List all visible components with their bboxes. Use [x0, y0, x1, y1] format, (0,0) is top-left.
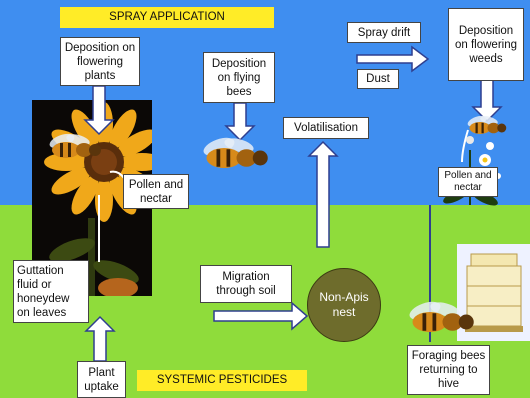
label-volatilisation: Volatilisation — [283, 117, 369, 139]
arrow-volatilisation — [307, 140, 339, 248]
connector-pollen-left — [109, 170, 125, 179]
label-foraging-bees: Foraging bees returning to hive — [407, 345, 490, 395]
arrow-spray-drift — [356, 45, 430, 73]
banner-systemic-pesticides: SYSTEMIC PESTICIDES — [137, 370, 307, 391]
label-deposition-flowering-plants: Deposition on flowering plants — [60, 37, 140, 86]
arrow-deposition-plants — [83, 85, 115, 136]
banner-spray-application: SPRAY APPLICATION — [60, 7, 274, 28]
arrow-migration — [213, 301, 309, 331]
label-deposition-flowering-weeds: Deposition on flowering weeds — [448, 8, 524, 81]
label-pollen-nectar-right: Pollen and nectar — [438, 167, 498, 197]
non-apis-nest: Non-Apis nest — [307, 268, 381, 342]
label-spray-drift: Spray drift — [347, 22, 421, 43]
label-pollen-nectar-left: Pollen and nectar — [123, 174, 189, 209]
connector-weeds — [461, 129, 469, 163]
label-plant-uptake: Plant uptake — [77, 361, 126, 398]
label-migration-through-soil: Migration through soil — [200, 265, 292, 303]
bee-icon-weeds — [466, 113, 507, 134]
label-dust: Dust — [357, 69, 399, 89]
bee-icon-hive — [407, 298, 474, 332]
label-deposition-flying-bees: Deposition on flying bees — [203, 52, 275, 103]
beehive — [457, 244, 530, 341]
bee-icon-flying — [201, 134, 268, 168]
bee-icon-flower — [47, 130, 101, 158]
arrow-plant-uptake — [84, 315, 116, 362]
arrow-deposition-weeds — [471, 79, 503, 123]
beehive-illustration — [465, 253, 523, 332]
label-guttation: Guttation fluid or honeydew on leaves — [13, 260, 89, 323]
arrow-deposition-bees — [224, 102, 256, 142]
